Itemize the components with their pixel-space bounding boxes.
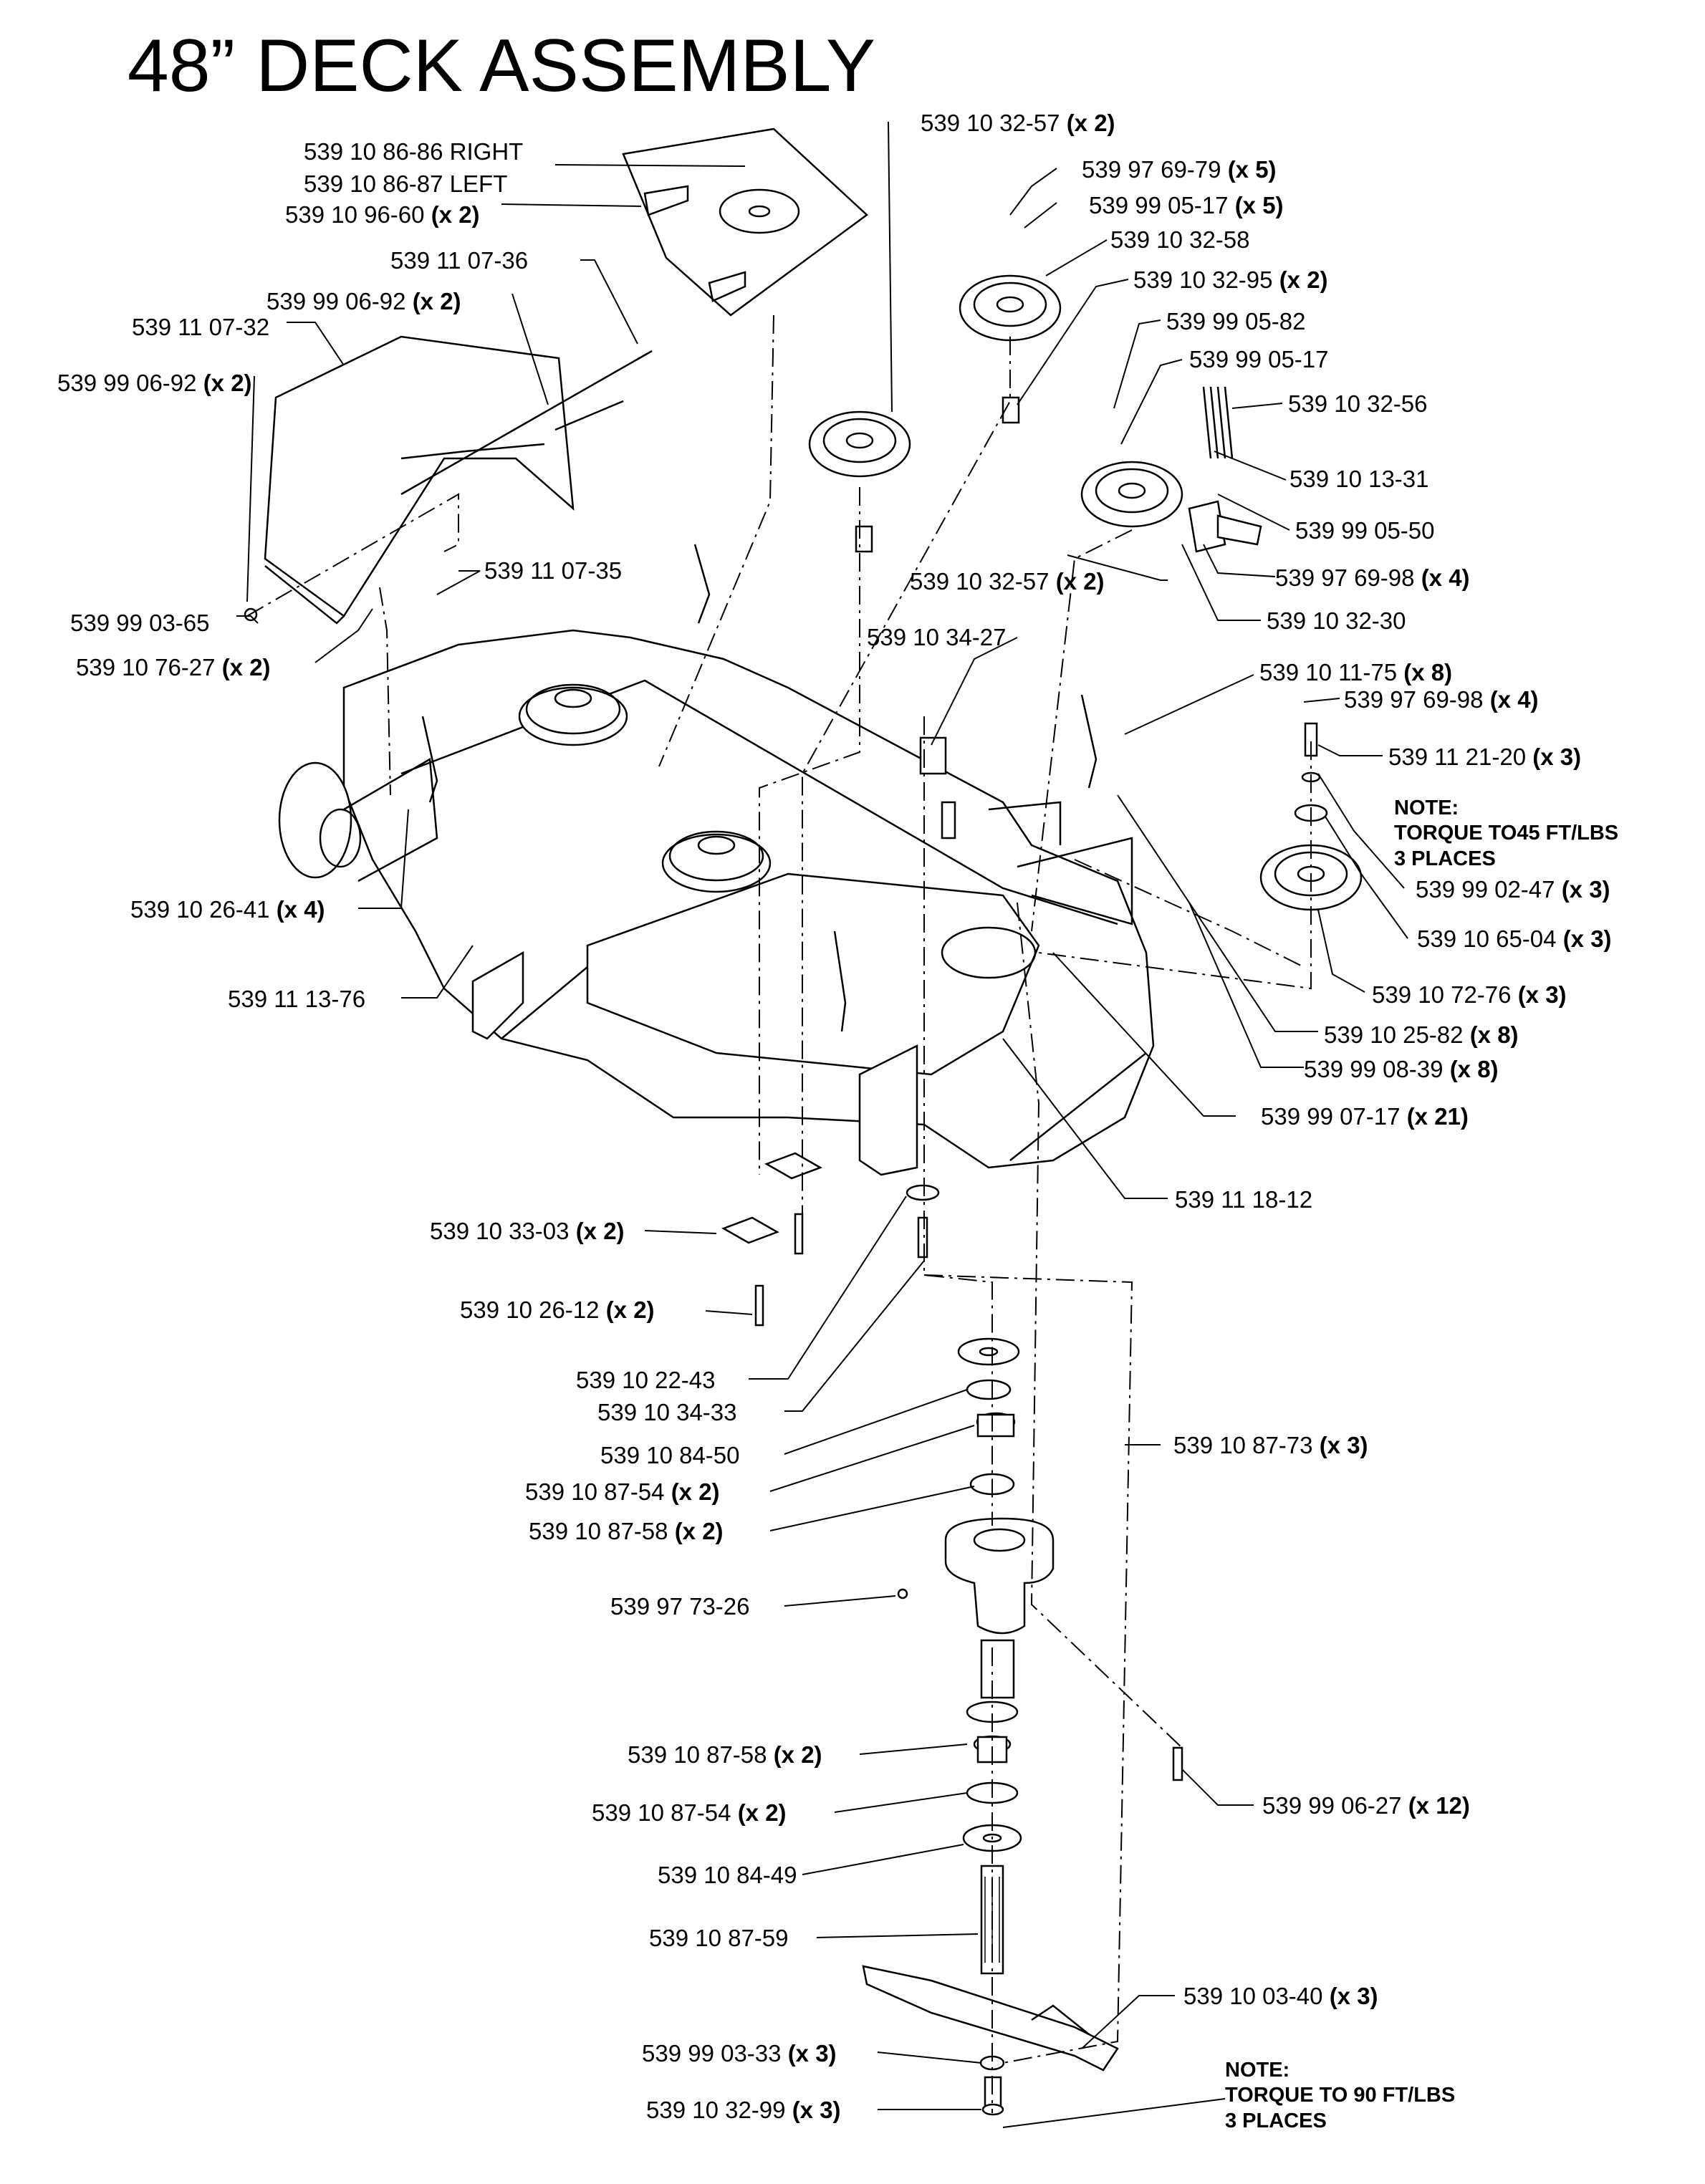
part-label: 539 99 03-65 xyxy=(70,610,210,636)
part-label: 539 10 96-60 (x 2) xyxy=(285,201,480,228)
part-label: 539 10 32-30 xyxy=(1267,607,1406,634)
part-label: 539 99 05-17 xyxy=(1189,346,1329,372)
part-label: 539 10 72-76 (x 3) xyxy=(1372,981,1567,1008)
part-label: 539 97 69-98 (x 4) xyxy=(1344,686,1539,713)
part-label: 539 10 32-56 xyxy=(1288,390,1428,417)
part-label: 539 10 87-54 (x 2) xyxy=(525,1478,720,1505)
part-label: 539 10 32-57 (x 2) xyxy=(910,568,1105,595)
part-label: 539 11 07-36 xyxy=(390,247,529,274)
part-label: 539 10 25-82 (x 8) xyxy=(1324,1021,1519,1048)
part-label: 539 10 26-41 (x 4) xyxy=(130,896,325,923)
part-label: 539 99 03-33 (x 3) xyxy=(642,2040,837,2067)
part-label: 539 10 87-54 (x 2) xyxy=(592,1799,787,1826)
torque-note: NOTE: TORQUE TO 90 FT/LBS 3 PLACES xyxy=(1225,2059,1456,2132)
part-label: 539 10 87-58 (x 2) xyxy=(529,1518,724,1544)
part-label: 539 11 18-12 xyxy=(1175,1186,1313,1213)
discharge-chute xyxy=(244,335,653,625)
part-label: 539 97 73-26 xyxy=(610,1593,750,1620)
idler-pulleys xyxy=(808,274,1262,840)
part-label: 539 97 69-79 (x 5) xyxy=(1082,156,1277,183)
part-label: 539 99 08-39 (x 8) xyxy=(1304,1056,1499,1082)
leader-lines xyxy=(236,121,1408,2128)
part-label: 539 99 06-92 (x 2) xyxy=(57,370,252,396)
part-label: 539 10 86-86 RIGHT xyxy=(304,138,524,165)
part-label: 539 99 06-92 (x 2) xyxy=(266,288,461,314)
part-label: 539 10 86-87 LEFT xyxy=(304,170,508,197)
part-label: 539 10 13-31 xyxy=(1289,466,1429,492)
part-label: 539 10 84-49 xyxy=(658,1862,797,1888)
part-label: 539 10 87-58 (x 2) xyxy=(628,1741,822,1768)
part-label: 539 10 03-40 (x 3) xyxy=(1183,1983,1378,2009)
part-label: 539 10 34-27 xyxy=(867,624,1007,650)
diagram-title: 48” DECK ASSEMBLY xyxy=(127,24,876,107)
part-label: 539 10 32-58 xyxy=(1110,226,1250,253)
part-label: 539 10 32-95 (x 2) xyxy=(1133,266,1328,293)
part-label: 539 10 32-99 (x 3) xyxy=(646,2097,841,2123)
part-label: 539 10 76-27 (x 2) xyxy=(76,654,271,680)
spindle-stack xyxy=(721,1152,1183,2116)
part-label: 539 11 07-32 xyxy=(132,314,270,340)
part-label: 539 99 05-82 xyxy=(1166,308,1306,335)
deck-shell xyxy=(342,629,1155,1169)
part-label: 539 10 87-59 xyxy=(649,1925,789,1951)
center-lines xyxy=(246,314,1312,2113)
part-label: 539 11 21-20 (x 3) xyxy=(1388,744,1582,770)
part-label: 539 99 05-50 xyxy=(1295,517,1435,544)
part-label: 539 10 26-12 (x 2) xyxy=(460,1297,655,1323)
part-label: 539 10 84-50 xyxy=(600,1442,740,1468)
gauge-wheel xyxy=(278,757,438,882)
part-label: 539 10 11-75 (x 8) xyxy=(1259,659,1453,685)
part-label: 539 11 13-76 xyxy=(228,986,366,1012)
part-label: 539 99 05-17 (x 5) xyxy=(1089,192,1284,218)
deck-pulleys xyxy=(518,683,1037,979)
part-label: 539 99 02-47 (x 3) xyxy=(1416,876,1610,903)
torque-note: NOTE: TORQUE TO45 FT/LBS 3 PLACES xyxy=(1394,797,1619,870)
part-label: 539 10 33-03 (x 2) xyxy=(430,1218,625,1244)
part-label: 539 10 22-43 xyxy=(576,1367,716,1393)
chain-links xyxy=(421,544,1098,1032)
deck-hangers xyxy=(471,801,1133,1176)
part-label: 539 11 07-35 xyxy=(484,557,623,584)
part-label: 539 99 06-27 (x 12) xyxy=(1262,1792,1470,1819)
deflector-plate xyxy=(622,128,868,317)
part-label: 539 10 65-04 (x 3) xyxy=(1417,925,1612,952)
part-label: 539 10 87-73 (x 3) xyxy=(1173,1432,1368,1458)
part-label: 539 99 07-17 (x 21) xyxy=(1261,1103,1469,1130)
part-label: 539 10 32-57 (x 2) xyxy=(921,110,1115,136)
part-label: 539 97 69-98 (x 4) xyxy=(1275,564,1470,591)
part-label: 539 10 34-33 xyxy=(597,1399,737,1425)
